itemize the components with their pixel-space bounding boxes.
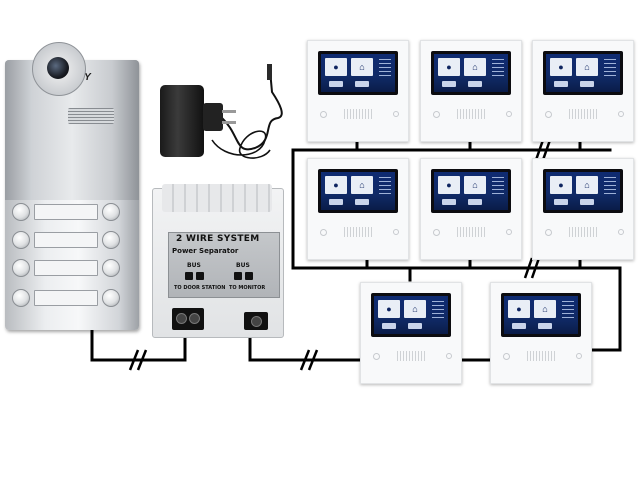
call-button[interactable] — [12, 203, 30, 221]
plug-prong — [222, 121, 236, 124]
wire-separator-to-monitors — [248, 328, 362, 362]
slash-marker — [541, 139, 552, 161]
terminal-icon — [196, 272, 204, 280]
monitor-screen-icon: ●⌂ — [501, 293, 581, 337]
wire-upper-bus — [291, 148, 612, 270]
slash-marker — [307, 349, 319, 371]
monitor-screen-icon: ●⌂ — [431, 51, 511, 95]
call-button[interactable] — [12, 289, 30, 307]
call-button-row — [12, 259, 120, 277]
power-adapter-icon — [160, 85, 204, 157]
call-button[interactable] — [102, 231, 120, 249]
call-button[interactable] — [102, 203, 120, 221]
monitor-screen-icon: ●⌂ — [318, 169, 398, 213]
call-button[interactable] — [102, 289, 120, 307]
separator-title: 2 WIRE SYSTEM — [176, 234, 260, 244]
to-door-station-label: TO DOOR STATION — [174, 285, 226, 291]
name-plate — [34, 204, 98, 220]
indoor-monitor: ●⌂ — [307, 40, 409, 142]
indoor-monitor: ●⌂ — [490, 282, 592, 384]
monitor-screen-icon: ●⌂ — [543, 169, 623, 213]
terminal-screw — [189, 313, 200, 324]
bus-label-right: BUS — [236, 262, 250, 269]
indoor-monitor: ●⌂ — [532, 158, 634, 260]
indoor-monitor: ●⌂ — [420, 40, 522, 142]
wire-right-riser — [593, 266, 622, 352]
terminal-icon — [185, 272, 193, 280]
slash-marker — [523, 257, 534, 279]
slash-marker — [530, 257, 541, 279]
call-button[interactable] — [102, 259, 120, 277]
call-button[interactable] — [12, 259, 30, 277]
indoor-monitor: ●⌂ — [360, 282, 462, 384]
plug-prong — [222, 110, 236, 113]
wire-door-to-separator — [90, 326, 187, 362]
indoor-monitor: ●⌂ — [532, 40, 634, 142]
slash-marker — [299, 349, 311, 371]
name-plate — [34, 260, 98, 276]
adapter-plug — [203, 103, 223, 131]
terminal-icon — [234, 272, 242, 280]
monitor-screen-icon: ●⌂ — [371, 293, 451, 337]
indoor-monitor: ●⌂ — [307, 158, 409, 260]
call-button-row — [12, 231, 120, 249]
name-plate — [34, 232, 98, 248]
camera-lens — [47, 57, 69, 79]
call-button-row — [12, 203, 120, 221]
door-speaker-grille — [68, 108, 114, 124]
dc-jack — [267, 64, 272, 80]
call-button-row — [12, 289, 120, 307]
slash-marker — [128, 349, 140, 371]
terminal-screw — [176, 313, 187, 324]
separator-vents — [162, 184, 272, 212]
adapter-cable-coil — [211, 130, 271, 159]
name-plate — [34, 290, 98, 306]
terminal-screw — [251, 316, 262, 327]
indoor-monitor: ●⌂ — [420, 158, 522, 260]
separator-label-plate — [168, 232, 280, 298]
bus-label-left: BUS — [187, 262, 201, 269]
monitor-screen-icon: ●⌂ — [543, 51, 623, 95]
adapter-cable — [221, 69, 283, 151]
slash-marker — [534, 139, 545, 161]
slash-marker — [136, 349, 148, 371]
to-monitor-label: TO MONITOR — [229, 285, 266, 291]
terminal-icon — [245, 272, 253, 280]
separator-subtitle: Power Separator — [172, 247, 239, 255]
call-button[interactable] — [12, 231, 30, 249]
monitor-screen-icon: ●⌂ — [318, 51, 398, 95]
monitor-screen-icon: ●⌂ — [431, 169, 511, 213]
